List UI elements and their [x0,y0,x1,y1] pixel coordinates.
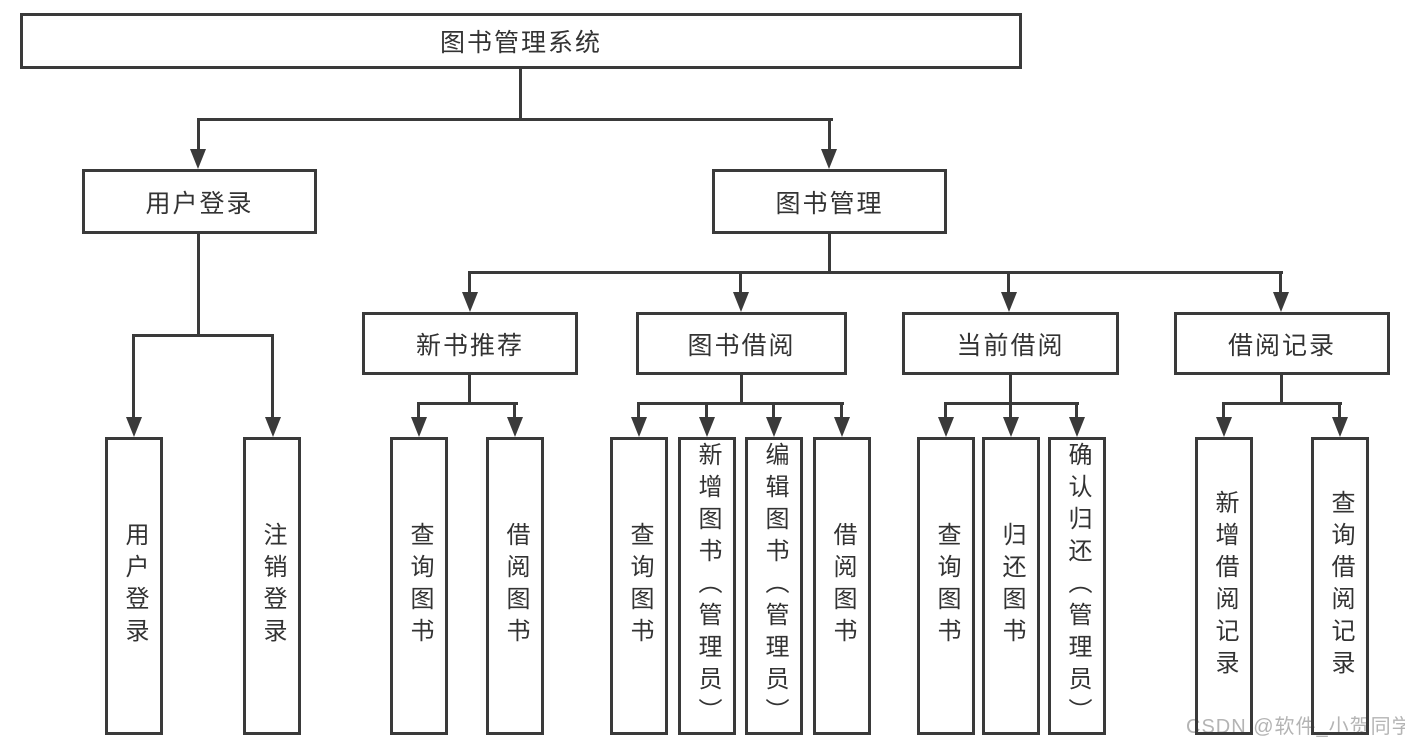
leaf-current-query-book: 查询图书 [917,437,975,735]
leaf-add-borrow-record: 新增借阅记录 [1195,437,1253,735]
leaf-recommend-query-book: 查询图书 [390,437,448,735]
connector-line [739,271,742,294]
leaf-return-book: 归还图书 [982,437,1040,735]
arrow-down-icon [507,417,523,437]
connector-line [1222,402,1342,405]
arrow-down-icon [126,417,142,437]
arrow-down-icon [1069,417,1085,437]
leaf-confirm-return-admin: 确认归还（管理员） [1048,437,1106,735]
connector-line [637,402,640,418]
leaf-add-book-admin: 新增图书（管理员） [678,437,736,735]
node-book-borrow: 图书借阅 [636,312,847,375]
connector-line [197,118,200,150]
arrow-down-icon [834,417,850,437]
connector-line [197,118,833,121]
connector-line [417,402,518,405]
connector-line [1279,271,1282,294]
connector-line [1280,375,1283,405]
arrow-down-icon [190,149,206,169]
connector-line [271,334,274,418]
connector-line [637,402,844,405]
leaf-query-borrow-record: 查询借阅记录 [1311,437,1369,735]
connector-line [1075,402,1078,418]
node-book-management: 图书管理 [712,169,947,234]
connector-line [468,271,1283,274]
arrow-down-icon [1273,292,1289,312]
arrow-down-icon [1216,417,1232,437]
connector-line [828,234,831,274]
connector-line [468,271,471,294]
connector-line [705,402,708,418]
connector-line [944,402,947,418]
connector-line [1007,271,1010,294]
node-current-borrow: 当前借阅 [902,312,1119,375]
connector-line [1009,402,1012,418]
connector-line [417,402,420,418]
arrow-down-icon [821,149,837,169]
connector-line [1009,375,1012,405]
connector-line [740,375,743,405]
arrow-down-icon [462,292,478,312]
arrow-down-icon [1001,292,1017,312]
connector-line [132,334,135,418]
node-new-book-recommend: 新书推荐 [362,312,578,375]
connector-line [468,375,471,405]
leaf-borrow-book: 借阅图书 [813,437,871,735]
leaf-borrow-query-book: 查询图书 [610,437,668,735]
node-borrow-records: 借阅记录 [1174,312,1390,375]
connector-line [772,402,775,418]
arrow-down-icon [1003,417,1019,437]
leaf-recommend-borrow-book: 借阅图书 [486,437,544,735]
node-user-login: 用户登录 [82,169,317,234]
connector-line [828,118,831,150]
connector-line [197,234,200,337]
arrow-down-icon [938,417,954,437]
connector-line [513,402,516,418]
arrow-down-icon [411,417,427,437]
arrow-down-icon [631,417,647,437]
connector-line [1222,402,1225,418]
arrow-down-icon [733,292,749,312]
connector-line [840,402,843,418]
watermark: CSDN @软件_小贺同学 [1186,716,1405,738]
arrow-down-icon [699,417,715,437]
connector-line [132,334,274,337]
leaf-user-login: 用户登录 [105,437,163,735]
arrow-down-icon [265,417,281,437]
connector-line [519,69,522,121]
arrow-down-icon [1332,417,1348,437]
node-library-system: 图书管理系统 [20,13,1022,69]
connector-line [1338,402,1341,418]
arrow-down-icon [766,417,782,437]
leaf-edit-book-admin: 编辑图书（管理员） [745,437,803,735]
leaf-logout: 注销登录 [243,437,301,735]
